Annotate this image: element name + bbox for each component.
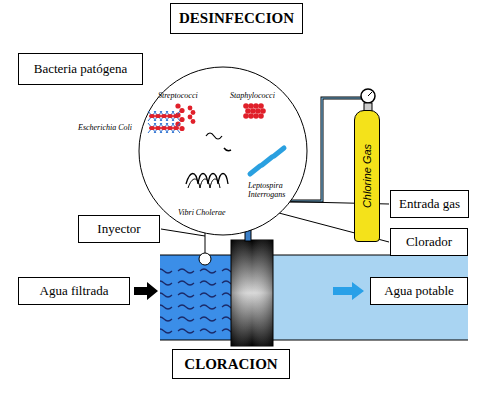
coccus — [250, 108, 256, 114]
bacillus — [173, 126, 179, 130]
coccus — [188, 106, 193, 111]
heading-text: DESINFECCION — [179, 10, 294, 27]
bacteria-name: Vibri Cholerae — [178, 209, 226, 218]
bacteria-name: Escherichia Coli — [78, 124, 132, 133]
coccus — [179, 126, 184, 131]
coccus — [248, 103, 254, 109]
coccus — [255, 108, 261, 114]
chlorine-cylinder: Chlorine Gas — [354, 110, 380, 242]
treated-water — [270, 255, 468, 340]
injector-point — [199, 253, 211, 265]
coccus — [179, 117, 184, 122]
box-label: Agua filtrada — [40, 283, 109, 299]
coccus — [258, 113, 264, 119]
coccus — [179, 108, 184, 113]
water-waves — [160, 262, 234, 338]
flagellum — [172, 111, 180, 121]
circle-outline — [139, 67, 307, 235]
label-box: Agua filtrada — [18, 277, 130, 305]
coccus — [245, 108, 251, 114]
leptospira — [274, 148, 284, 156]
label-box: Clorador — [390, 228, 468, 256]
coccus — [258, 103, 264, 109]
bacterium — [224, 148, 231, 151]
coccus — [248, 113, 254, 119]
box-label: Inyector — [97, 221, 140, 237]
box-label: Clorador — [406, 234, 452, 250]
bacillus — [149, 114, 155, 118]
coccus — [188, 115, 193, 120]
leader-line — [205, 236, 206, 253]
bacillus — [155, 114, 161, 118]
flagellum — [172, 123, 180, 133]
bacillus — [167, 126, 173, 130]
coccus — [253, 103, 259, 109]
coccus — [243, 113, 249, 119]
injector-body — [231, 240, 273, 346]
vibrio — [188, 179, 220, 188]
heading-text: CLORACION — [184, 356, 277, 373]
bacillus — [161, 126, 167, 130]
label-box: Bacteria patógena — [18, 53, 143, 85]
coccus — [175, 103, 180, 108]
bacillus — [155, 126, 161, 130]
coccus — [191, 119, 196, 124]
leptospira — [250, 166, 260, 174]
bacillus — [167, 114, 173, 118]
bacteria-circle: StreptococciStaphylococciEscherichia Col… — [138, 66, 308, 236]
label-box: Agua potable — [370, 277, 468, 305]
flagellum — [172, 111, 180, 121]
label-box: Inyector — [78, 215, 160, 243]
bacillus — [149, 126, 155, 130]
coccus — [243, 103, 249, 109]
coccus — [191, 110, 196, 115]
bacillus — [173, 114, 179, 118]
heading-box: CLORACION — [172, 349, 290, 379]
cylinder-label: Chlorine Gas — [361, 144, 373, 208]
bacillus — [161, 114, 167, 118]
heading-box: DESINFECCION — [170, 3, 303, 34]
outflow-arrow — [333, 282, 364, 300]
bacterium — [206, 133, 222, 139]
filtered-water — [160, 255, 236, 340]
box-label: Bacteria patógena — [34, 61, 127, 77]
inflow-arrow — [134, 282, 158, 300]
bacteria-name: Streptococci — [158, 92, 198, 101]
coccus — [260, 108, 266, 114]
box-label: Agua potable — [384, 283, 454, 299]
leptospira — [262, 157, 272, 165]
coccus — [253, 113, 259, 119]
flagellum — [172, 123, 180, 133]
vibrio — [186, 174, 228, 185]
cylinder-gauge — [361, 89, 375, 103]
box-label: Entrada gas — [399, 196, 460, 212]
bacteria-name: Leptospira Interrogans — [248, 182, 300, 200]
bacteria-name: Staphylococci — [230, 92, 275, 101]
label-box: Entrada gas — [390, 190, 469, 218]
